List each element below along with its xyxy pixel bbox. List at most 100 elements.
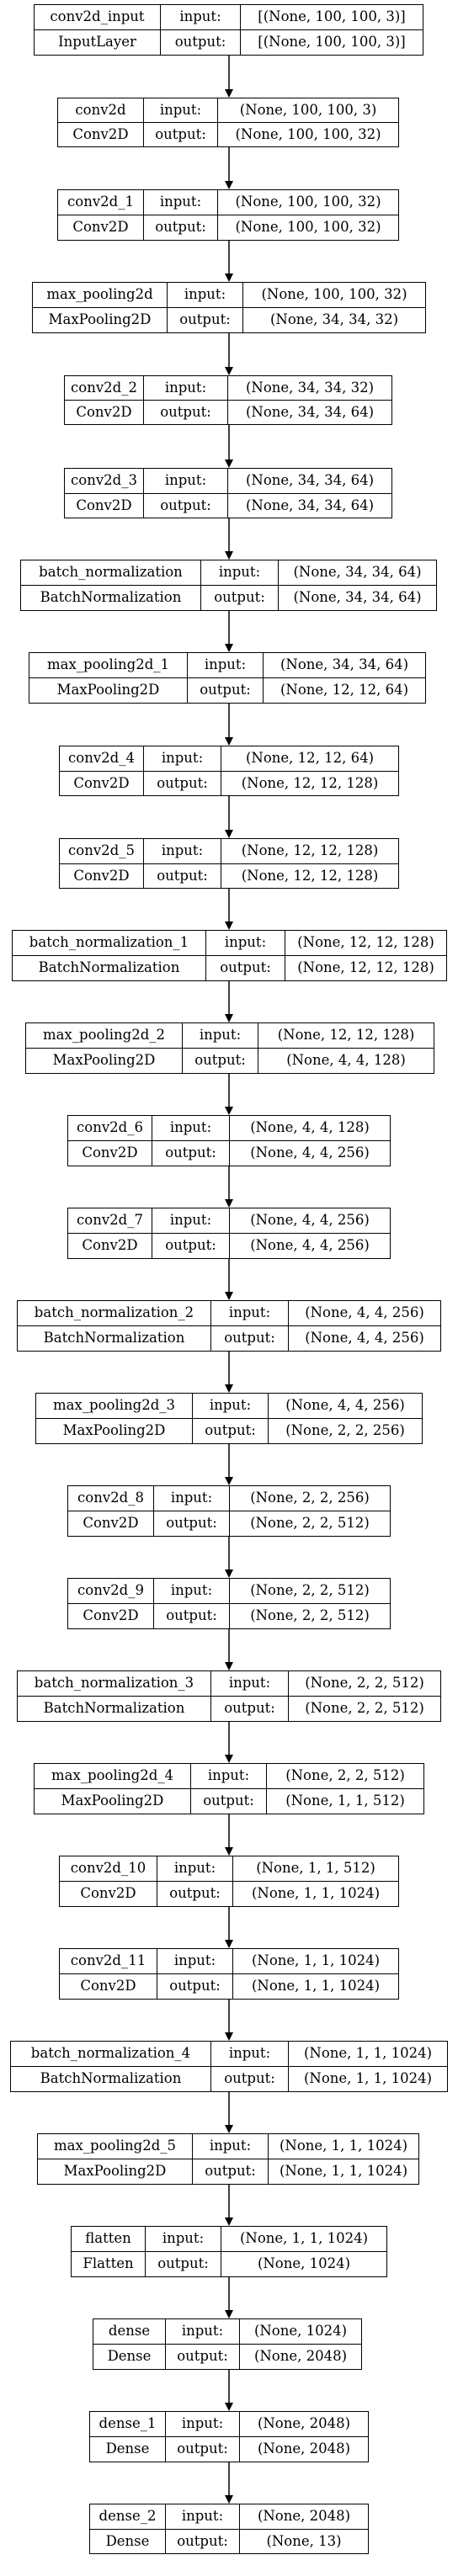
input-shape: (None, 2, 2, 512): [267, 1764, 423, 1789]
io-label-column: input:output:: [154, 1486, 230, 1536]
layer-type: Flatten: [83, 2255, 134, 2272]
layer-type: MaxPooling2D: [61, 1793, 164, 1809]
layer-name: conv2d_4: [60, 746, 143, 772]
arrowhead: [225, 644, 233, 652]
layer-name: conv2d_2: [65, 376, 143, 401]
input-label: input:: [211, 1671, 288, 1697]
arrowhead: [225, 551, 233, 560]
output-shape: (None, 2, 2, 512): [250, 1515, 370, 1532]
layer-name: conv2d_10: [60, 1856, 157, 1882]
io-label-column: input:output:: [211, 1301, 289, 1351]
layer-name: max_pooling2d_4: [35, 1764, 190, 1789]
layer-type: MaxPooling2D: [62, 1422, 166, 1439]
layer-type: Conv2D: [73, 774, 130, 791]
layer-type: Conv2D: [73, 867, 130, 884]
layer-name: batch_normalization: [21, 560, 200, 586]
output-label: output:: [169, 1885, 221, 1902]
shape-column: (None, 4, 4, 256)(None, 4, 4, 256): [230, 1208, 390, 1258]
arrowhead: [225, 89, 233, 98]
io-label-column: input:output:: [144, 376, 228, 424]
input-label: input:: [144, 376, 227, 401]
arrowhead: [225, 1755, 233, 1763]
output-shape: (None, 34, 34, 32): [269, 311, 399, 328]
input-label: input:: [157, 1949, 232, 1974]
output-shape: (None, 12, 12, 128): [297, 959, 434, 976]
output-shape: (None, 4, 4, 128): [286, 1052, 406, 1069]
input-label: input:: [193, 1394, 268, 1419]
output-label: output:: [155, 219, 206, 236]
io-label-column: input:output:: [166, 2504, 240, 2553]
shape-column: (None, 12, 12, 128)(None, 4, 4, 128): [258, 1023, 434, 1073]
io-label-column: input:output:: [188, 653, 264, 703]
input-shape: (None, 100, 100, 32): [218, 190, 398, 215]
input-shape: (None, 4, 4, 256): [289, 1301, 440, 1326]
arrowhead: [225, 1292, 233, 1300]
shape-column: (None, 1, 1, 1024)(None, 1, 1, 1024): [269, 2134, 418, 2184]
io-label-column: input:output:: [152, 1116, 230, 1166]
layer-type: Conv2D: [83, 1515, 139, 1532]
io-label-column: input:output:: [201, 560, 279, 610]
output-shape: (None, 2048): [257, 2441, 351, 2457]
output-shape: (None, 2048): [253, 2348, 348, 2365]
output-shape: (None, 12, 12, 128): [241, 867, 379, 884]
layer-type: BatchNormalization: [40, 589, 182, 606]
arrowhead: [225, 367, 233, 375]
layer-type: InputLayer: [58, 34, 136, 50]
arrowhead: [225, 459, 233, 468]
input-shape: (None, 4, 4, 128): [230, 1116, 390, 1141]
output-label: output:: [166, 1607, 217, 1624]
shape-column: (None, 1, 1, 512)(None, 1, 1, 1024): [233, 1856, 398, 1906]
shape-column: (None, 100, 100, 32) (None, 100, 100, 32): [218, 190, 398, 240]
output-shape: (None, 2, 2, 512): [305, 1700, 424, 1717]
input-label: input:: [166, 2412, 239, 2437]
layer-type: Dense: [105, 2532, 150, 2549]
layer-type: Conv2D: [76, 403, 132, 420]
output-label: output:: [166, 1515, 217, 1532]
output-label: output:: [177, 2348, 228, 2365]
layer-type: Conv2D: [72, 125, 129, 142]
output-label: output:: [205, 2163, 256, 2180]
output-shape: (None, 100, 100, 32): [235, 219, 381, 236]
io-label-column: input:output:: [193, 2134, 269, 2184]
input-label: input:: [152, 1208, 229, 1234]
shape-column: (None, 12, 12, 128) (None, 12, 12, 128): [221, 839, 398, 888]
output-shape: (None, 12, 12, 64): [280, 682, 409, 698]
io-label-column: input:output:: [211, 1671, 289, 1721]
layer-name: conv2d_11: [60, 1949, 157, 1974]
arrowhead: [225, 830, 233, 838]
shape-column: (None, 2, 2, 512)(None, 2, 2, 512): [289, 1671, 440, 1721]
output-label: output:: [177, 2532, 228, 2549]
output-label: output:: [220, 959, 271, 976]
input-shape: (None, 34, 34, 64): [279, 560, 436, 586]
io-label-column: input:output:: [206, 931, 285, 980]
output-label: output:: [155, 125, 206, 142]
output-shape: (None, 34, 34, 64): [245, 497, 375, 513]
layer-type: Conv2D: [76, 497, 132, 513]
output-label: output:: [157, 774, 208, 791]
layer-name: conv2d_6: [68, 1116, 152, 1141]
input-shape: (None, 12, 12, 128): [221, 839, 398, 864]
arrowhead: [225, 2310, 233, 2318]
shape-column: (None, 34, 34, 64)(None, 12, 12, 64): [264, 653, 425, 703]
layer-type: BatchNormalization: [43, 1700, 185, 1717]
input-label: input:: [152, 1116, 229, 1141]
io-label-column: input:output:: [144, 98, 218, 146]
io-label-column: input:output:: [146, 2227, 221, 2276]
io-label-column: input:output:: [144, 746, 221, 795]
layer-name: conv2d_5: [60, 839, 143, 864]
